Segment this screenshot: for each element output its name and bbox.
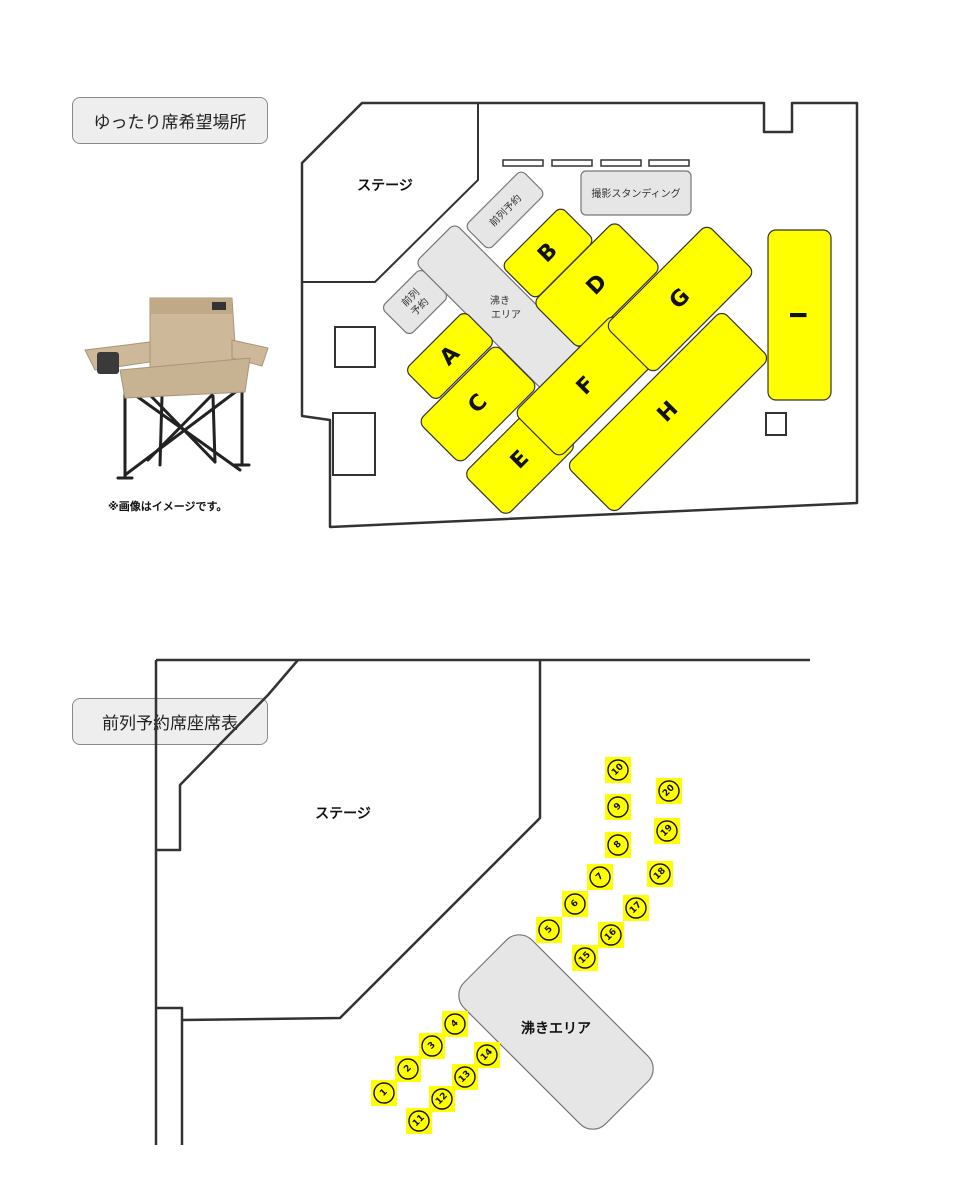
chair-caption: ※画像はイメージです。 [108, 500, 228, 513]
seat-1: 1 [371, 1080, 397, 1106]
seat-5: 5 [536, 917, 562, 943]
seat-6: 6 [562, 891, 588, 917]
comfort-seat-label: ゆったり席希望場所 [72, 97, 268, 144]
boiling-area-top-l1: 沸き [490, 294, 510, 307]
comfort-seat-label-text: ゆったり席希望場所 [93, 113, 247, 133]
seat-19: 19 [654, 818, 680, 844]
zone-c: C [420, 346, 536, 462]
svg-text:9: 9 [612, 801, 624, 813]
zone-i: I [767, 229, 832, 401]
seat-20: 20 [656, 778, 682, 804]
seat-18: 18 [647, 861, 673, 887]
seat-2: 2 [395, 1056, 421, 1082]
seat-11: 11 [406, 1108, 432, 1134]
seat-3: 3 [419, 1033, 445, 1059]
zone-g: G [607, 226, 753, 372]
photo-standing-label: 撮影スタンディング [591, 187, 680, 200]
bottom-stage-label: ステージ [315, 806, 371, 822]
front-reserve-chart-label-text: 前列予約席座席表 [102, 714, 238, 734]
svg-text:8: 8 [612, 839, 624, 851]
zone-d: D [535, 223, 659, 347]
zone-h: H [568, 312, 768, 512]
top-stage-label: ステージ [357, 178, 413, 194]
seat-15: 15 [572, 945, 598, 971]
zone-f: F [516, 316, 656, 456]
svg-text:I: I [788, 311, 813, 319]
zone-a: A [407, 313, 493, 399]
svg-text:4: 4 [449, 1018, 461, 1030]
svg-text:1: 1 [378, 1087, 390, 1099]
seat-12: 12 [429, 1086, 455, 1112]
seat-4: 4 [442, 1011, 468, 1037]
seat-8: 8 [605, 832, 631, 858]
boiling-area-label: 沸きエリア [521, 1020, 591, 1037]
svg-text:2: 2 [402, 1063, 414, 1075]
seat-9: 9 [605, 794, 631, 820]
seat-7: 7 [587, 864, 613, 890]
front-reserve-chart-label: 前列予約席座席表 [72, 698, 268, 745]
boiling-area-top-l2: エリア [491, 310, 521, 321]
seat-17: 17 [623, 895, 649, 921]
seat-16: 16 [598, 922, 624, 948]
svg-text:6: 6 [569, 898, 581, 910]
seat-10: 10 [605, 757, 631, 783]
svg-text:5: 5 [543, 924, 555, 936]
seat-14: 14 [474, 1042, 500, 1068]
svg-text:7: 7 [594, 871, 606, 883]
svg-text:3: 3 [426, 1040, 438, 1052]
seat-13: 13 [452, 1064, 478, 1090]
